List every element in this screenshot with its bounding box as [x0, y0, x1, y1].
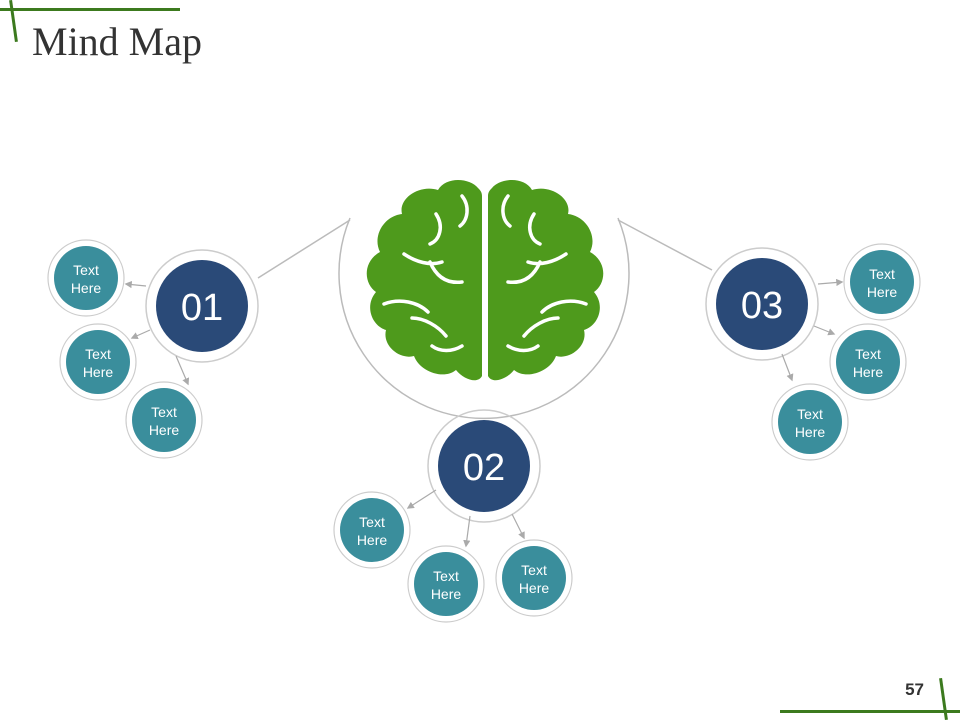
hub-02-group: 02 — [427, 409, 541, 523]
svg-text:Here: Here — [519, 580, 550, 596]
hub-03-circle[interactable] — [716, 258, 808, 350]
svg-text:Here: Here — [71, 280, 102, 296]
hub-03-label: 03 — [741, 285, 783, 327]
top-left-accent-horizontal — [0, 8, 180, 11]
leaf-03-c[interactable]: Text Here — [771, 383, 849, 461]
svg-text:Text: Text — [855, 346, 881, 362]
svg-text:Text: Text — [521, 562, 547, 578]
arrow-01-a — [124, 280, 147, 289]
arrow-03-a — [817, 278, 844, 287]
leaf-02-c[interactable]: Text Here — [495, 539, 573, 617]
arrow-02-b — [463, 515, 471, 548]
svg-text:Text: Text — [73, 262, 99, 278]
hub-01-label: 01 — [181, 287, 223, 329]
connector-line-03 — [617, 219, 713, 271]
arrow-01-c — [175, 355, 190, 386]
arrow-03-c — [781, 353, 794, 382]
svg-text:Here: Here — [795, 424, 826, 440]
slide-title: Mind Map — [32, 19, 202, 64]
hub-01-circle[interactable] — [156, 260, 248, 352]
svg-text:Text: Text — [151, 404, 177, 420]
hub-02-label: 02 — [463, 447, 505, 489]
arrow-03-b — [813, 325, 836, 336]
svg-text:Here: Here — [83, 364, 114, 380]
svg-text:Here: Here — [867, 284, 898, 300]
leaf-01-c[interactable]: Text Here — [125, 381, 203, 459]
svg-text:Text: Text — [85, 346, 111, 362]
hub-01-group: 01 — [145, 249, 259, 363]
bottom-right-accent-horizontal — [780, 710, 960, 713]
leaf-02-a[interactable]: Text Here — [333, 491, 411, 569]
svg-text:Here: Here — [853, 364, 884, 380]
arrow-02-a — [406, 489, 437, 509]
page-number: 57 — [905, 680, 924, 699]
hub-03-ring — [705, 247, 819, 361]
svg-text:Here: Here — [431, 586, 462, 602]
hub-02-circle[interactable] — [438, 420, 530, 512]
brain-icon — [366, 180, 604, 381]
center-cradle-arc — [338, 217, 630, 420]
hub-02-ring — [427, 409, 541, 523]
svg-text:Here: Here — [149, 422, 180, 438]
connector-line-01 — [257, 219, 351, 279]
svg-text:Text: Text — [359, 514, 385, 530]
leaf-03-a[interactable]: Text Here — [843, 243, 921, 321]
leaf-02-b[interactable]: Text Here — [407, 545, 485, 623]
leaf-01-a[interactable]: Text Here — [47, 239, 125, 317]
svg-text:Text: Text — [797, 406, 823, 422]
svg-text:Here: Here — [357, 532, 388, 548]
arrow-02-c — [511, 513, 525, 540]
hub-01-ring — [145, 249, 259, 363]
svg-text:Text: Text — [869, 266, 895, 282]
svg-text:Text: Text — [433, 568, 459, 584]
leaf-03-b[interactable]: Text Here — [829, 323, 907, 401]
leaf-01-b[interactable]: Text Here — [59, 323, 137, 401]
arrow-01-b — [130, 329, 151, 339]
hub-03-group: 03 — [705, 247, 819, 361]
